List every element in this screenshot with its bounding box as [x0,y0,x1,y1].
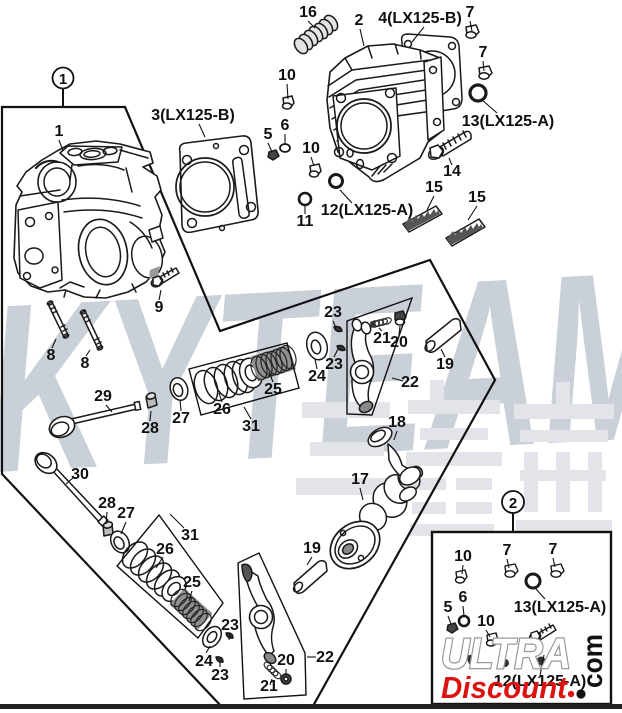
svg-text:27: 27 [117,505,135,522]
svg-text:12(LX125-A): 12(LX125-A) [321,202,413,219]
svg-text:23: 23 [324,304,342,321]
svg-text:7: 7 [479,44,488,61]
svg-text:28: 28 [98,495,116,512]
svg-text:7: 7 [503,542,512,559]
svg-text:5: 5 [444,599,453,616]
svg-text:16: 16 [299,4,317,21]
svg-text:8: 8 [81,355,90,372]
svg-text:10: 10 [454,548,472,565]
svg-text:25: 25 [183,574,201,591]
svg-text:15: 15 [425,179,443,196]
svg-text:20: 20 [390,334,408,351]
svg-text:10: 10 [278,67,296,84]
svg-text:26: 26 [213,401,231,418]
svg-text:7: 7 [466,4,475,21]
svg-text:22: 22 [401,374,419,391]
svg-text:Discount: Discount [441,670,569,705]
svg-text:23: 23 [211,667,229,684]
svg-text:8: 8 [47,347,56,364]
svg-text:18: 18 [388,414,406,431]
svg-text:19: 19 [303,540,321,557]
svg-text:6: 6 [281,117,290,134]
svg-text:1: 1 [55,123,64,140]
svg-text:28: 28 [141,420,159,437]
svg-text:2: 2 [509,495,517,512]
svg-text:10: 10 [302,140,320,157]
svg-text:ULTRA: ULTRA [441,630,571,678]
svg-text:10: 10 [477,613,495,630]
svg-text:com: com [577,634,608,688]
svg-text:2: 2 [355,12,364,29]
svg-text:23: 23 [221,617,239,634]
svg-text:13(LX125-A): 13(LX125-A) [514,599,606,616]
svg-text:20: 20 [277,652,295,669]
svg-text:7: 7 [549,541,558,558]
svg-text:14: 14 [443,163,461,180]
svg-text:13(LX125-A): 13(LX125-A) [462,113,554,130]
svg-text:15: 15 [468,189,486,206]
svg-text:19: 19 [436,356,454,373]
svg-text:30: 30 [71,466,89,483]
svg-text:24: 24 [308,368,326,385]
svg-text:21: 21 [260,678,278,695]
svg-text:4(LX125-B): 4(LX125-B) [378,10,462,27]
svg-text:17: 17 [351,471,369,488]
svg-text:3(LX125-B): 3(LX125-B) [151,107,235,124]
svg-text:27: 27 [172,410,190,427]
svg-text:25: 25 [264,381,282,398]
svg-text:22: 22 [316,649,334,666]
svg-text:24: 24 [195,653,213,670]
svg-text:23: 23 [325,356,343,373]
svg-text:5: 5 [264,126,273,143]
svg-text:26: 26 [156,541,174,558]
svg-text:9: 9 [155,299,164,316]
svg-text:11: 11 [297,213,314,230]
svg-text:31: 31 [181,527,199,544]
svg-text:31: 31 [242,418,260,435]
svg-text:6: 6 [459,589,468,606]
svg-text:29: 29 [94,388,112,405]
svg-text:21: 21 [373,330,391,347]
svg-text:1: 1 [59,71,67,88]
svg-text:12(LX125-A): 12(LX125-A) [494,673,586,690]
